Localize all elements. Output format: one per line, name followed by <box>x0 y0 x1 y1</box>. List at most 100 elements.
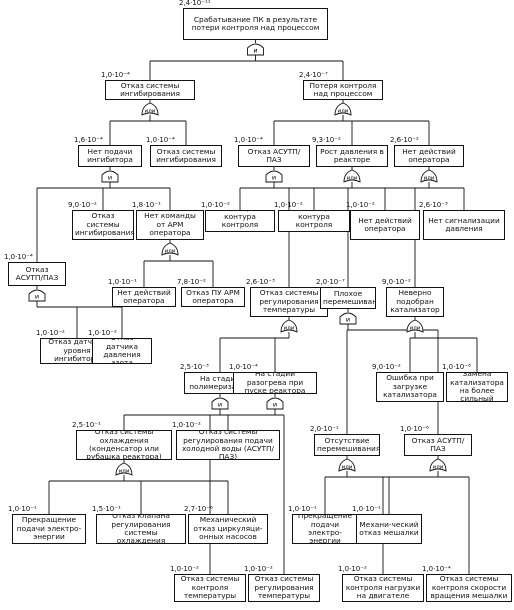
or-gate-icon: или <box>429 458 447 472</box>
svg-text:и: и <box>273 401 277 409</box>
event-label: Отказ системы регулирования температуры <box>254 574 314 601</box>
event-label: Отказ АСУТП/ПАЗ <box>15 264 59 282</box>
event-label: Отказ ПУ АРМ оператора <box>186 287 240 305</box>
probability-label: 2,7·10⁻⁶ <box>184 505 213 513</box>
event-box-no-inhib: Нет подачи ингибитора <box>78 145 142 167</box>
or-gate-icon: или <box>141 102 159 116</box>
event-label: Неверно подобран катализатор <box>390 288 440 315</box>
event-box-power-mix: Прекращение подачи электро-энергии <box>292 514 358 544</box>
event-label: Рост давления в реакторе <box>320 146 384 164</box>
svg-text:и: и <box>272 174 276 182</box>
event-label: Отказ системы контроля скорости вращения… <box>430 574 508 601</box>
event-box-asutp1: Отказ АСУТП/ПАЗ <box>238 145 310 167</box>
probability-label: 1,0·10⁻¹ <box>8 505 37 513</box>
event-box-bad-mix: Плохое перемешивание <box>320 287 376 309</box>
event-label: Прекращение подачи электро-энергии <box>16 515 82 542</box>
event-label: Нет сигнализации давления <box>428 215 500 233</box>
svg-text:или: или <box>338 109 349 115</box>
event-label: Ошибка при загрузке катализатора <box>383 373 437 400</box>
event-box-temp-reg: Отказ системы регулирования температуры <box>250 287 328 317</box>
event-box-no-oper3: Нет действий оператора <box>112 287 176 307</box>
probability-label: 1,0·10⁻² <box>338 565 367 573</box>
svg-text:или: или <box>424 176 435 182</box>
or-gate-icon: или <box>406 319 424 333</box>
probability-label: 1,0·10⁻² <box>36 329 65 337</box>
event-label: Замена катализатора на более сильный <box>450 372 504 402</box>
probability-label: 1,6·10⁻⁴ <box>74 136 103 144</box>
event-box-load-ctrl: Отказ системы контроля нагрузки на двига… <box>342 574 424 602</box>
event-box-cold-water: Отказ системы регулирования подачи холод… <box>176 430 280 460</box>
event-label: Отказ системы ингибирования <box>156 146 216 164</box>
event-label: Механи-ческий отказ мешалки <box>359 519 419 537</box>
and-gate-icon: и <box>101 170 119 183</box>
svg-text:или: или <box>347 176 358 182</box>
event-label: Нет действий оператора <box>358 215 412 233</box>
event-label: Нет действий оператора <box>117 287 171 305</box>
and-gate-icon: и <box>247 43 264 56</box>
event-box-heating: На стадии разогрева при пуске реактора <box>233 372 317 394</box>
event-box-loss-ctrl: Потеря контроля над процессом <box>303 80 383 100</box>
probability-label: 9,0·10⁻² <box>68 201 97 209</box>
event-box-power-cool: Прекращение подачи электро-энергии <box>12 514 86 544</box>
or-gate-icon: или <box>420 169 438 183</box>
event-box-no-alarm: Нет сигнализации давления <box>423 210 505 240</box>
event-box-asutp3: Отказ АСУТП/ПАЗ <box>404 434 472 456</box>
event-box-pumps: Механический отказ циркуляци-онных насос… <box>188 514 268 544</box>
svg-text:или: или <box>433 465 444 471</box>
event-label: Механический отказ циркуляци-онных насос… <box>193 515 263 542</box>
and-gate-icon: и <box>28 289 46 302</box>
or-gate-icon: или <box>334 102 352 116</box>
probability-label: 1,8·10⁻¹ <box>132 201 161 209</box>
event-box-speed-ctrl: Отказ системы контроля скорости вращения… <box>426 574 512 602</box>
event-box-asutp2: Отказ АСУТП/ПАЗ <box>8 262 66 286</box>
and-gate-icon: и <box>211 397 229 410</box>
probability-label: 2,0·10⁻¹ <box>310 425 339 433</box>
event-box-top: Срабатывание ПК в результате потери конт… <box>183 8 328 40</box>
or-gate-icon: или <box>343 169 361 183</box>
probability-label: 1,0·10⁻⁴ <box>422 565 451 573</box>
probability-label: 1,0·10⁻⁴ <box>146 136 175 144</box>
probability-label: 1,5·10⁻¹ <box>92 505 121 513</box>
event-label: Нет команды от АРМ оператора <box>144 211 196 238</box>
probability-label: 2,5·10⁻³ <box>180 363 209 371</box>
event-box-inhib-fail2: Отказ системы ингибирования <box>150 145 222 167</box>
svg-text:и: и <box>218 401 222 409</box>
or-gate-icon: или <box>161 242 179 256</box>
probability-label: 1,0·10⁻⁴ <box>4 253 33 261</box>
probability-label: 1,0·10⁻¹ <box>108 278 137 286</box>
event-label: Отказ датчика уровня ингибитора <box>48 338 106 364</box>
event-label: На стадии полимеризации <box>189 373 251 391</box>
svg-text:и: и <box>253 47 257 55</box>
event-box-mixer: Механи-ческий отказ мешалки <box>356 514 422 544</box>
probability-label: 1,0·10⁻² <box>201 201 230 209</box>
probability-label: 1,0·10⁻¹ <box>352 505 381 513</box>
svg-text:или: или <box>342 465 353 471</box>
probability-label: 1,0·10⁻⁴ <box>229 363 258 371</box>
probability-label: 7,8·10⁻² <box>177 278 206 286</box>
event-label: Отказ АСУТП/ПАЗ <box>411 435 465 453</box>
event-label: Отказ клапана регулирования системы охла… <box>111 514 171 544</box>
svg-text:и: и <box>35 293 39 301</box>
event-label: Отказ системы контроля температуры <box>180 574 240 601</box>
event-box-t-reg: Отказ системы регулирования температуры <box>248 574 320 602</box>
or-gate-icon: или <box>280 319 298 333</box>
event-box-n2-sensor: Отказ датчика давления азота <box>92 338 152 364</box>
probability-label: 2,4·10⁻¹¹ <box>179 0 211 7</box>
probability-label: 1,0·10⁻² <box>170 565 199 573</box>
event-box-ctrl2: Отказ второго контура контроля давления <box>278 210 350 232</box>
probability-label: 1,0·10⁻² <box>274 201 303 209</box>
probability-label: 1,0·10⁻² <box>172 421 201 429</box>
probability-label: 9,0·10⁻² <box>372 363 401 371</box>
event-label: Отсутствие перемешивания <box>317 435 380 453</box>
event-label: Отказ АСУТП/ПАЗ <box>247 146 301 164</box>
probability-label: 2,0·10⁻⁷ <box>316 278 345 286</box>
probability-label: 1,0·10⁻¹ <box>288 505 317 513</box>
event-label: Отказ системы ингибирования <box>75 211 134 238</box>
event-box-no-oper2: Нет действий оператора <box>350 210 420 240</box>
probability-label: 1,0·10⁻² <box>346 201 375 209</box>
event-box-cat-load: Ошибка при загрузке катализатора <box>376 372 444 402</box>
event-label: Отказ первого контура контроля давления <box>212 211 269 231</box>
and-gate-icon: и <box>339 312 357 325</box>
event-box-cat-repl: Замена катализатора на более сильный <box>446 372 508 402</box>
